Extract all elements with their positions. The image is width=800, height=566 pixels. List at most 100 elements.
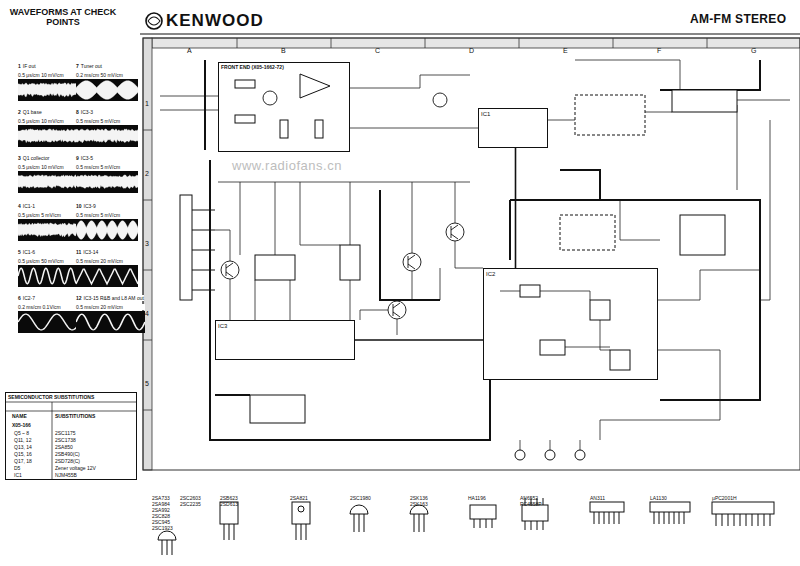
thin-wire xyxy=(230,279,231,320)
grid-bands xyxy=(143,130,152,131)
label-holder: 2SC1980 xyxy=(350,486,371,504)
waveform-trace xyxy=(18,125,80,147)
package-outline xyxy=(716,514,770,526)
thin-wire xyxy=(397,319,398,335)
grid-letter: C xyxy=(375,47,380,55)
waveform-trace xyxy=(76,314,145,330)
brand-name: KENWOOD xyxy=(166,11,264,31)
package-outline xyxy=(590,502,624,512)
part-number: 2SA984 xyxy=(152,502,170,508)
check-point-name: IC3-15 R&B and L8 AM out xyxy=(84,295,144,301)
thin-wire xyxy=(160,60,790,450)
package-outline xyxy=(712,502,774,514)
package-outline xyxy=(354,514,364,532)
thin-wire xyxy=(620,200,660,240)
thin-wire xyxy=(218,182,470,183)
scope-screen xyxy=(76,311,145,333)
thin-wire xyxy=(658,270,760,300)
part-number: 2SC1923 xyxy=(152,526,173,532)
label-holder: A xyxy=(187,39,192,57)
waveform-trace xyxy=(18,171,80,193)
grid-letter: B xyxy=(281,47,286,55)
thin-wire xyxy=(290,280,291,320)
scope-setting: 0.5 ms/cm 5 mV/cm xyxy=(76,212,138,218)
table-cell: D5 xyxy=(14,466,20,472)
thin-wire xyxy=(360,310,388,320)
ic-block xyxy=(672,90,737,112)
connector-block xyxy=(192,290,215,291)
waveform-trace xyxy=(76,79,138,101)
thin-wire xyxy=(350,280,351,320)
waveform-trace xyxy=(76,125,138,147)
label-holder: 2SC1175 xyxy=(55,421,75,439)
thin-wire xyxy=(575,60,600,61)
thin-wire xyxy=(255,280,256,320)
waveform-trace xyxy=(18,314,80,330)
scope-setting: 0.2 ms/cm 0.1V/cm xyxy=(18,304,80,310)
grid-number: 1 xyxy=(145,100,149,108)
table-rule xyxy=(52,402,53,480)
part-number: 2SK163 xyxy=(410,502,428,508)
label-holder: 2SA821 xyxy=(290,486,308,504)
part-number: RC4558P xyxy=(520,502,542,508)
header-rule xyxy=(148,17,160,25)
thin-wire xyxy=(600,60,680,90)
thin-wire xyxy=(600,320,610,350)
thin-wire xyxy=(645,112,672,113)
callout-number: 2 xyxy=(18,109,21,115)
ic-block xyxy=(300,74,330,98)
waveform-trace xyxy=(76,221,138,239)
waveform-panel: 8IC3-30.5 ms/cm 5 mV/cm xyxy=(76,100,138,147)
part-number: LA1130 xyxy=(650,496,667,502)
grid-bands xyxy=(143,38,800,470)
package-outline xyxy=(158,498,774,555)
check-point-name: Q1 collector xyxy=(23,155,50,161)
thin-wire xyxy=(350,128,478,129)
package-outline xyxy=(224,524,234,540)
grid-bands xyxy=(143,340,152,341)
check-point-name: IC3-3 xyxy=(81,109,93,115)
package-outline xyxy=(522,505,548,521)
scope-screen xyxy=(76,219,138,241)
table-cell: Zener voltage 12V xyxy=(55,466,96,472)
ic-block: IC1 xyxy=(478,108,548,148)
thin-wire xyxy=(760,120,770,300)
grid-number: 2 xyxy=(145,170,149,178)
part-number: 2SB623 xyxy=(220,496,238,502)
waveform-trace xyxy=(76,81,138,99)
waveform-panel: 6IC2-70.2 ms/cm 0.1V/cm xyxy=(18,286,80,333)
thin-wire xyxy=(350,75,470,88)
ic-block xyxy=(540,340,565,355)
thick-wire xyxy=(204,60,206,150)
transistor-symbol xyxy=(388,301,406,319)
terminal xyxy=(575,450,585,460)
ic-block xyxy=(560,215,615,250)
grid-number: 3 xyxy=(145,240,149,248)
table-title: SEMICONDUCTOR SUBSTITUTIONS xyxy=(8,395,94,401)
grid-letter: G xyxy=(751,47,756,55)
package-outline xyxy=(350,505,368,514)
waveform-trace xyxy=(18,129,80,143)
package-outline xyxy=(296,524,306,540)
ic-block: IC2 xyxy=(483,268,658,380)
waveform-panel: 11IC3-140.5 ms/cm 20 mV/cm xyxy=(76,240,138,287)
grid-bands xyxy=(237,38,238,48)
thin-wire xyxy=(565,347,610,348)
ic-block xyxy=(610,350,630,370)
scope-setting: 0.5 μs/cm 5 mV/cm xyxy=(18,212,80,218)
terminal xyxy=(545,450,555,460)
ic-block xyxy=(340,245,360,280)
waveform-trace xyxy=(18,83,80,97)
thick-wire xyxy=(380,190,440,300)
grid-letter: F xyxy=(657,47,661,55)
scope-setting: 0.5 ms/cm 20 mV/cm xyxy=(76,304,145,310)
callout-number: 9 xyxy=(76,155,79,161)
thin-wire xyxy=(550,440,551,450)
check-point-name: IC1-6 xyxy=(23,249,35,255)
callout-number: 8 xyxy=(76,109,79,115)
thin-wire xyxy=(275,182,276,255)
ic-block xyxy=(280,120,288,138)
grid-bands xyxy=(143,38,152,470)
label-holder: www.radiofans.cn xyxy=(232,156,342,174)
